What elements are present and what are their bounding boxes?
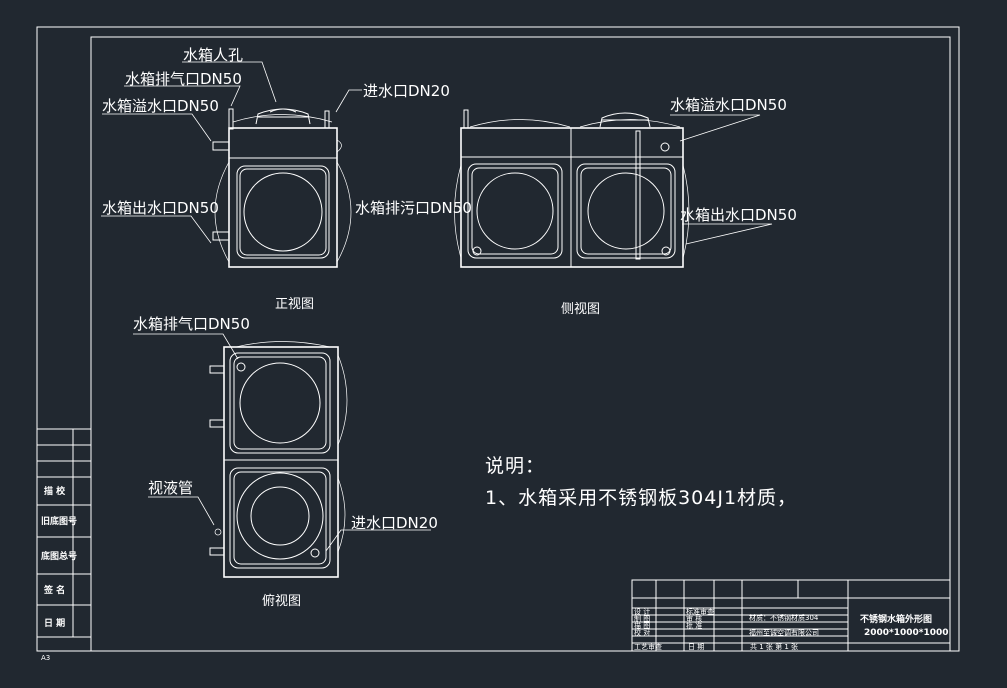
tb-left-label-2: 制 图 bbox=[634, 614, 650, 623]
side-view-caption: 侧视图 bbox=[561, 302, 600, 317]
sidebar-row-4: 签 名 bbox=[43, 584, 65, 596]
tb-mid-label-3: 批 准 bbox=[686, 621, 702, 630]
sidebar-row-5: 日 期 bbox=[44, 617, 65, 629]
notes-line-1: 1、水箱采用不锈钢板304J1材质， bbox=[485, 487, 797, 509]
tb-company: 福州至诚空调有限公司 bbox=[749, 628, 819, 637]
sidebar-row-2: 旧底图号 bbox=[41, 515, 77, 527]
sidebar-table bbox=[36, 428, 92, 652]
tb-mid-label-4: 日 期 bbox=[688, 643, 704, 651]
front-overflow-label: 水箱溢水口DN50 bbox=[102, 97, 219, 115]
tb-left-label-1: 设 计 bbox=[634, 607, 650, 616]
sheet-size-label: A3 bbox=[41, 654, 50, 662]
tb-mid-label-1: 标准审查 bbox=[686, 607, 714, 616]
tb-left-label-3: 描 图 bbox=[634, 621, 650, 630]
sidebar-row-1: 描 校 bbox=[44, 485, 66, 497]
front-vent-label: 水箱排气口DN50 bbox=[125, 70, 242, 88]
front-drain-label: 水箱排污口DN50 bbox=[355, 199, 472, 217]
tb-dims: 2000*1000*1000 bbox=[864, 628, 949, 638]
sidebar-row-3: 底图总号 bbox=[41, 550, 77, 562]
drawing-frame bbox=[90, 36, 951, 652]
top-inlet-label: 进水口DN20 bbox=[351, 514, 438, 532]
tb-material: 材质：不锈钢材质304 bbox=[749, 613, 819, 622]
side-view bbox=[454, 109, 773, 268]
front-inlet-label: 进水口DN20 bbox=[363, 82, 450, 100]
side-outlet-label: 水箱出水口DN50 bbox=[680, 206, 797, 224]
front-outlet-label: 水箱出水口DN50 bbox=[102, 199, 219, 217]
top-vent-label: 水箱排气口DN50 bbox=[133, 315, 250, 333]
top-view bbox=[133, 333, 431, 578]
top-gauge-label: 视液管 bbox=[148, 479, 193, 497]
tb-mid-label-2: 审 核 bbox=[686, 614, 702, 623]
tb-title: 不锈钢水箱外形图 bbox=[860, 613, 932, 625]
side-overflow-label: 水箱溢水口DN50 bbox=[670, 96, 787, 114]
top-view-caption: 俯视图 bbox=[262, 593, 301, 609]
title-block bbox=[631, 579, 951, 652]
front-view-caption: 正视图 bbox=[275, 297, 314, 312]
tb-left-label-4: 校 对 bbox=[634, 628, 650, 637]
tb-sheet-info: 共 1 张 第 1 张 bbox=[750, 642, 798, 651]
front-view bbox=[101, 61, 362, 268]
front-manhole-label: 水箱人孔 bbox=[183, 46, 243, 64]
tb-left-label-5: 工艺审查 bbox=[634, 642, 662, 651]
notes-heading: 说明： bbox=[485, 455, 545, 477]
